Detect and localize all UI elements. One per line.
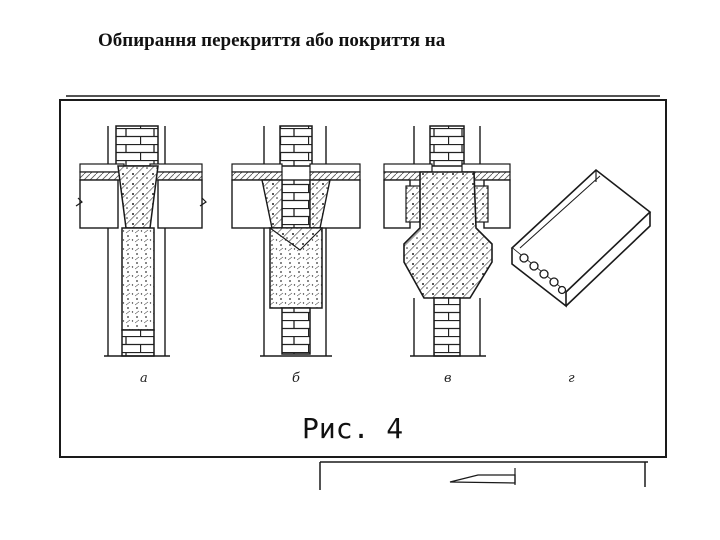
panel-label-a: а [140, 371, 148, 386]
detail-a [75, 125, 207, 357]
panel-label-b: б [292, 371, 300, 386]
detail-b [231, 125, 361, 357]
detail-d-hollow-core-slab [510, 168, 652, 308]
panel-label-c: в [444, 371, 452, 386]
panel-label-d: г [568, 371, 575, 386]
drawing-frame [59, 95, 667, 490]
detail-c [383, 125, 511, 357]
figure-caption: Рис. 4 [302, 412, 403, 445]
slide-title: Обпирання перекриття або покриття на [98, 30, 446, 51]
